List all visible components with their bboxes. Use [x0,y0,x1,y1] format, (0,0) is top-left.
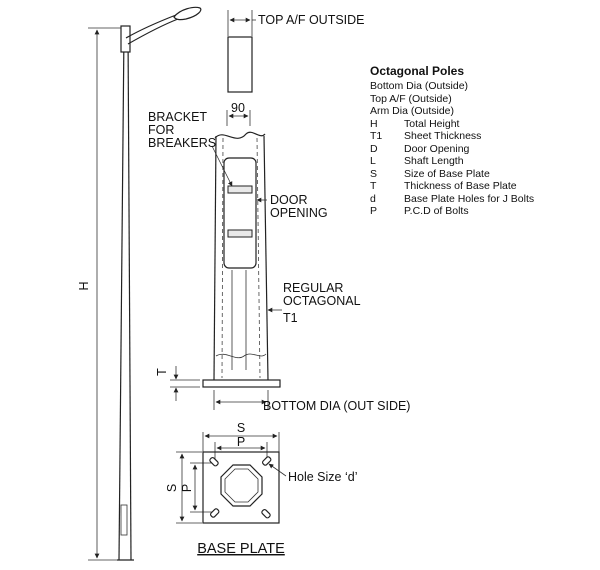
regular-label-line2: OCTAGONAL [283,294,361,308]
top-af-label: TOP A/F OUTSIDE [258,13,365,27]
legend-symbol: S [370,167,378,180]
legend-row-d: D Door Opening [370,143,595,156]
base-plate-title: BASE PLATE [197,541,285,557]
legend-symbol: T [370,180,377,192]
legend: Octagonal Poles Bottom Dia (Outside) Top… [370,64,595,218]
legend-desc: Door Opening [404,142,470,155]
regular-label-line1: REGULAR [283,281,343,295]
legend-desc: Shaft Length [404,155,464,167]
legend-symbol: H [370,117,378,130]
legend-symbol: L [370,155,376,167]
pole-top-detail: TOP A/F OUTSIDE [227,10,365,93]
regular-label-line3: T1 [283,311,298,325]
base-plate-plan: S P S P Hole Size ‘d’ BASE PLATE [165,421,357,557]
legend-row-l: L Shaft Length [370,155,595,168]
legend-desc: Total Height [404,117,460,130]
legend-desc: Base Plate Holes for J Bolts [404,192,535,205]
legend-symbol: d [370,192,376,205]
legend-plain-3: Arm Dia (Outside) [370,105,455,117]
legend-symbol: P [370,205,378,217]
legend-row-d-small: d Base Plate Holes for J Bolts [370,193,595,206]
bracket-label-line2: FOR [148,123,174,137]
plate-pcd-p-top: P [237,435,245,449]
plate-size-s-side: S [165,484,179,492]
pole-elevation: H [77,6,202,561]
legend-row-t1: T1 Sheet Thickness [370,130,595,143]
plate-pcd-p-side: P [180,484,194,492]
legend-plain-2: Top A/F (Outside) [370,92,452,105]
height-label-h: H [77,281,91,290]
legend-row-p: P P.C.D of Bolts [370,205,595,218]
legend-row-h: H Total Height [370,118,595,131]
legend-title: Octagonal Poles [370,64,465,78]
pole-shaft-detail: 90 T BOTTOM DIA (OUT SIDE) [155,101,410,413]
legend-desc: Thickness of Base Plate [404,180,517,192]
legend-row-t: T Thickness of Base Plate [370,180,595,193]
bracket-label-line1: BRACKET [148,110,207,124]
legend-symbol: T1 [370,130,383,142]
legend-desc: Size of Base Plate [404,167,490,180]
legend-symbol: D [370,142,378,155]
legend-desc: Sheet Thickness [404,130,482,142]
hole-size-label: Hole Size ‘d’ [288,470,357,484]
plate-size-s-top: S [237,421,245,435]
legend-desc: P.C.D of Bolts [404,205,469,217]
width-90-label: 90 [231,101,245,115]
thickness-label-t: T [155,368,169,376]
door-label-line2: OPENING [270,206,328,220]
legend-row-s: S Size of Base Plate [370,168,595,181]
bottom-dia-label: BOTTOM DIA (OUT SIDE) [263,399,410,413]
bracket-label-line3: BREAKERS [148,136,216,150]
legend-plain-1: Bottom Dia (Outside) [370,80,469,92]
door-label-line1: DOOR [270,193,308,207]
